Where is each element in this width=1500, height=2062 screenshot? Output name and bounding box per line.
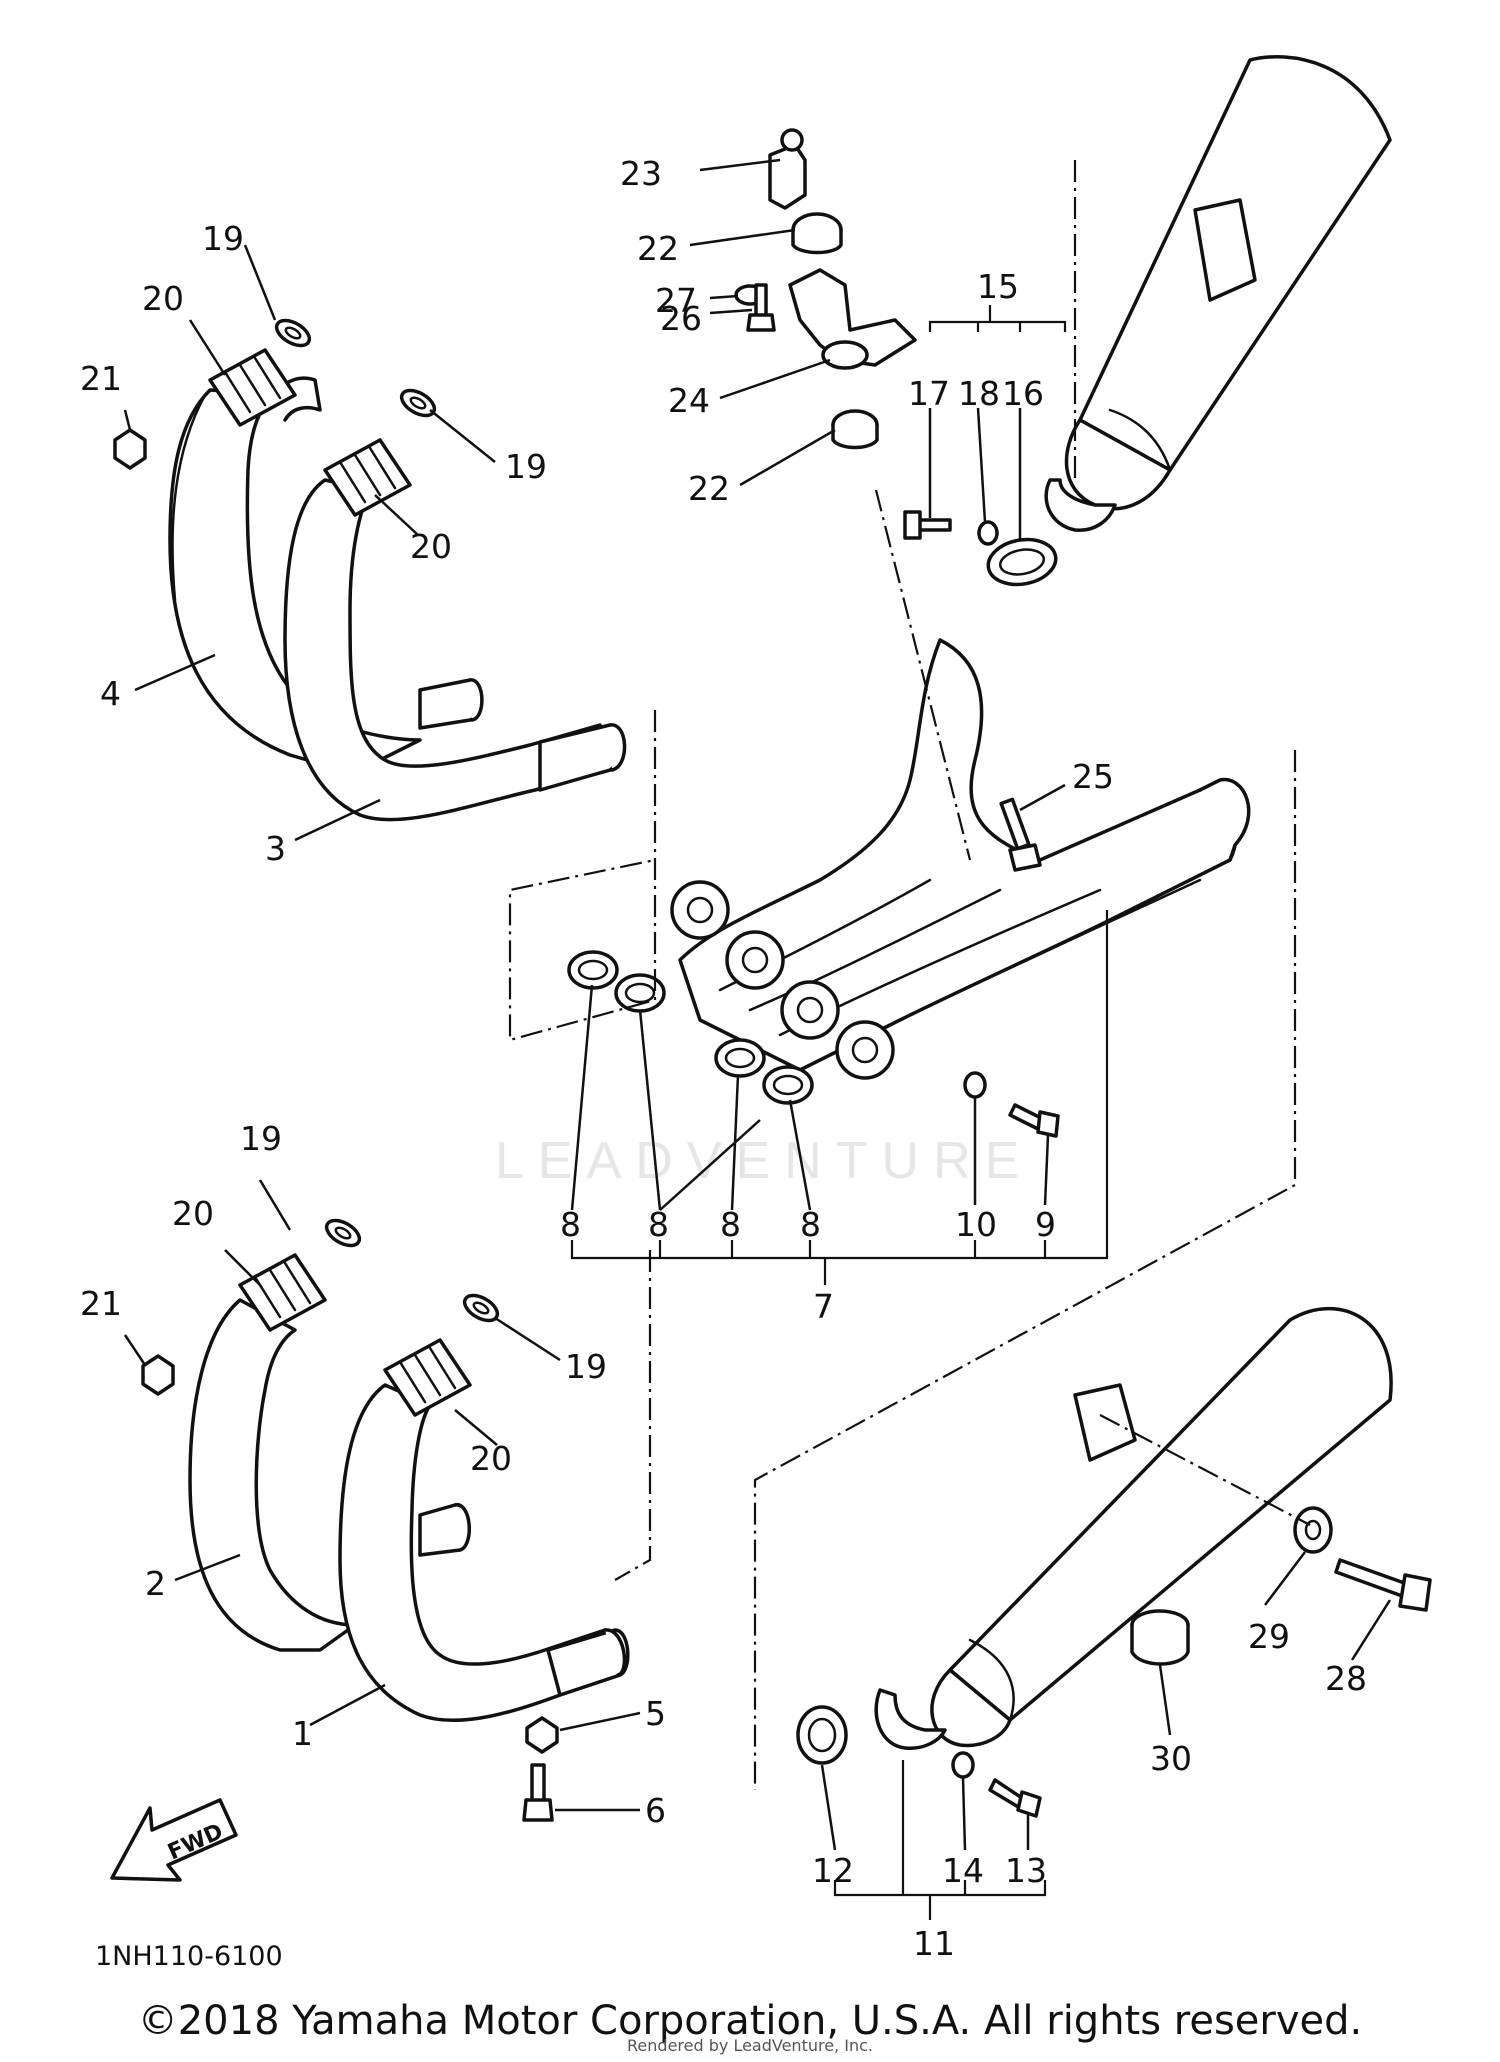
group-bracket-11 <box>833 1760 1047 1920</box>
callout-19: 19 <box>505 447 547 486</box>
callout-15: 15 <box>977 267 1019 306</box>
callout-12: 12 <box>812 1851 854 1890</box>
bolt-17 <box>903 510 952 540</box>
gasket-19-c <box>324 1218 362 1248</box>
callout-25: 25 <box>1072 757 1114 796</box>
callout-6: 6 <box>645 1791 666 1830</box>
callout-3: 3 <box>265 829 286 868</box>
group-bracket-7 <box>570 910 1109 1285</box>
gasket-19-b <box>399 388 437 418</box>
callout-30: 30 <box>1150 1739 1192 1778</box>
fwd-arrow: FWD <box>110 1798 238 1882</box>
callout-27: 27 <box>655 281 697 320</box>
callout-5: 5 <box>645 1694 666 1733</box>
damper-30 <box>1130 1609 1190 1666</box>
washer-29 <box>1293 1506 1333 1554</box>
bolt-25 <box>999 797 1042 872</box>
callout-14: 14 <box>942 1851 984 1890</box>
gasket-8-a <box>567 950 619 990</box>
washer-18 <box>977 520 999 546</box>
gasket-8-c <box>714 1038 766 1078</box>
callout-20: 20 <box>142 279 184 318</box>
washer-10 <box>963 1071 987 1099</box>
muffler-11 <box>874 1306 1393 1750</box>
callout-20: 20 <box>410 527 452 566</box>
exhaust-pipe-2 <box>188 1253 472 1652</box>
bolt-6 <box>522 1763 554 1822</box>
callout-1: 1 <box>292 1714 313 1753</box>
nut-5 <box>525 1716 559 1754</box>
callout-22: 22 <box>688 469 730 508</box>
callout-8: 8 <box>648 1205 669 1244</box>
gasket-12 <box>796 1705 848 1765</box>
callout-9: 9 <box>1035 1205 1056 1244</box>
nut-21-a <box>113 428 147 470</box>
callout-26: 26 <box>660 299 702 338</box>
callout-19: 19 <box>240 1119 282 1158</box>
gasket-19-d <box>462 1293 500 1323</box>
damper-22-b <box>831 409 879 450</box>
collector-assembly-7 <box>670 638 1251 1080</box>
callout-10: 10 <box>955 1205 997 1244</box>
muffler-15 <box>1044 55 1392 532</box>
diagram-code: 1NH110-6100 <box>95 1941 283 1972</box>
alignment-line <box>753 750 1297 1790</box>
callout-19: 19 <box>202 219 244 258</box>
gasket-16 <box>986 537 1058 587</box>
callout-21: 21 <box>80 359 122 398</box>
gasket-8-d <box>762 1065 814 1105</box>
callout-8: 8 <box>720 1205 741 1244</box>
callout-8: 8 <box>560 1205 581 1244</box>
callout-19: 19 <box>565 1347 607 1386</box>
rendered-by-note: Rendered by LeadVenture, Inc. <box>627 2036 873 2055</box>
callout-20: 20 <box>172 1194 214 1233</box>
flange-clamp-20 <box>383 1338 472 1417</box>
alignment-line <box>614 1250 652 1581</box>
callout-18: 18 <box>958 374 1000 413</box>
alignment-line <box>508 710 657 1042</box>
collector-inlet <box>780 980 840 1040</box>
flange-clamp-20 <box>208 348 297 427</box>
callout-24: 24 <box>668 381 710 420</box>
exhaust-pipe-3 <box>283 438 627 822</box>
washer-14 <box>951 1751 975 1779</box>
exhaust-pipe-4 <box>168 348 422 772</box>
collector-inlet <box>835 1020 895 1080</box>
exhaust-pipe-1 <box>338 1338 630 1723</box>
flange-clamp-20 <box>238 1253 327 1332</box>
callout-23: 23 <box>620 154 662 193</box>
callout-29: 29 <box>1248 1617 1290 1656</box>
callout-2: 2 <box>145 1564 166 1603</box>
group-bracket-15 <box>928 305 1067 332</box>
nut-21-b <box>141 1354 175 1396</box>
clamp-23 <box>768 128 807 210</box>
gasket-19-a <box>274 318 312 348</box>
callout-16: 16 <box>1002 374 1044 413</box>
alignment-line <box>874 489 972 861</box>
damper-22-a <box>791 212 843 255</box>
bolt-28 <box>1334 1558 1432 1612</box>
callout-28: 28 <box>1325 1659 1367 1698</box>
bracket-24 <box>788 268 917 370</box>
callout-22: 22 <box>637 229 679 268</box>
watermark: LEADVENTURE <box>495 1132 1033 1190</box>
callout-11: 11 <box>913 1924 955 1963</box>
bolt-13 <box>988 1778 1042 1818</box>
callout-21: 21 <box>80 1284 122 1323</box>
bolt-26 <box>746 283 776 332</box>
callout-17: 17 <box>908 374 950 413</box>
callout-8: 8 <box>800 1205 821 1244</box>
flange-clamp-20 <box>323 438 412 517</box>
callout-20: 20 <box>470 1439 512 1478</box>
callout-13: 13 <box>1005 1851 1047 1890</box>
alignment-line <box>1099 1414 1311 1526</box>
copyright-notice: ©2018 Yamaha Motor Corporation, U.S.A. A… <box>137 1998 1363 2044</box>
collector-inlet <box>725 930 785 990</box>
gasket-8-b <box>614 973 666 1013</box>
callout-4: 4 <box>100 674 121 713</box>
callout-7: 7 <box>813 1287 834 1326</box>
bolt-9 <box>1008 1103 1060 1138</box>
collector-inlet <box>670 880 730 940</box>
